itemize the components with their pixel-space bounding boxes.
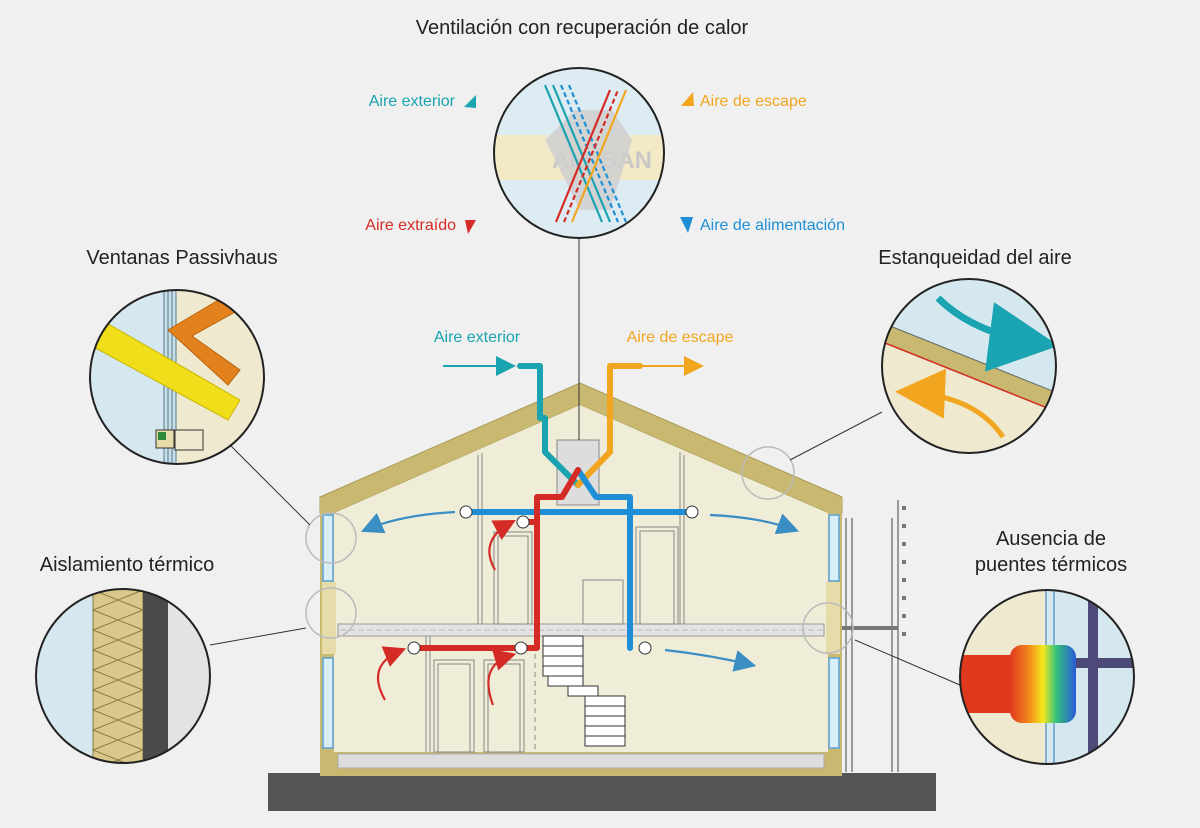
floor-slab bbox=[337, 623, 825, 637]
hx-outdoor-air-label: Aire exterior bbox=[369, 93, 456, 110]
windows-title: Ventanas Passivhaus bbox=[86, 247, 277, 269]
staircase bbox=[542, 635, 626, 747]
supply-air-arrow-icon bbox=[680, 217, 693, 233]
hx-extracted-air-label: Aire extraído bbox=[365, 217, 456, 234]
ventilation-title: Ventilación con recuperación de calor bbox=[416, 17, 749, 39]
house bbox=[305, 363, 906, 776]
roof-exhaust-air-label: Aire de escape bbox=[627, 329, 734, 346]
roof-outdoor-air-label: Aire exterior bbox=[434, 329, 521, 346]
house-interior bbox=[334, 405, 828, 760]
airtightness-title: Estanqueidad del aire bbox=[878, 247, 1071, 269]
hx-exhaust-air-label: Aire de escape bbox=[700, 93, 807, 110]
hx-supply-air-label: Aire de alimentación bbox=[700, 217, 845, 234]
exhaust-air-arrow-icon bbox=[681, 92, 694, 106]
insulation-title: Aislamiento térmico bbox=[40, 554, 215, 576]
extracted-air-arrow-icon bbox=[465, 220, 476, 234]
thermal-bridges-title-line2: puentes térmicos bbox=[975, 554, 1127, 576]
ventilation-detail-circle: ALUSAN bbox=[493, 67, 665, 239]
airtightness-detail-circle bbox=[881, 278, 1057, 454]
insulation-detail-circle bbox=[35, 588, 211, 764]
thermal-bridges-title-line1: Ausencia de bbox=[996, 528, 1106, 550]
windows-detail-circle bbox=[89, 289, 265, 465]
thermal-bridges-detail-circle bbox=[959, 589, 1135, 765]
ground-slab bbox=[268, 773, 936, 811]
outdoor-air-arrow-icon bbox=[464, 95, 476, 108]
